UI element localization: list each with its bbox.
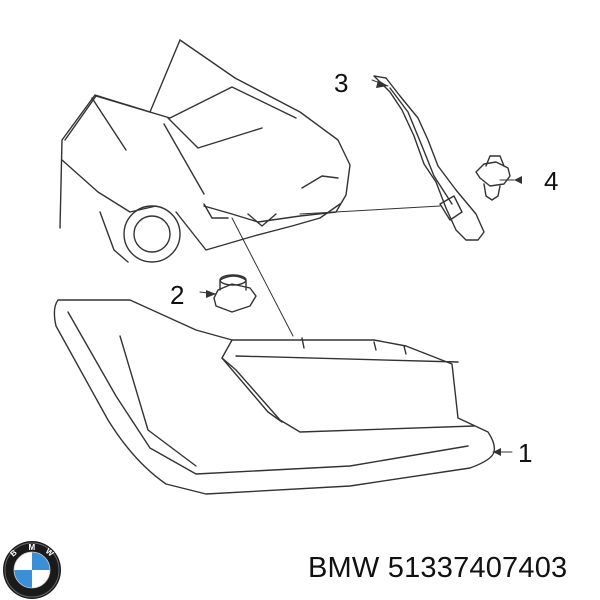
tail-light-assembly	[53, 299, 496, 495]
arrow-3	[376, 80, 388, 88]
callout-1: 1	[518, 438, 532, 468]
svg-text:B: B	[9, 548, 19, 559]
svg-text:W: W	[44, 547, 56, 559]
leader-lines	[199, 79, 515, 453]
bracket-part	[373, 75, 485, 241]
callout-2: 2	[170, 280, 184, 310]
callout-3: 3	[334, 68, 348, 98]
part-number: 51337407403	[387, 552, 568, 584]
arrow-1	[493, 448, 501, 456]
bmw-logo: B M W	[3, 541, 61, 599]
callout-4: 4	[544, 166, 558, 196]
nut-part	[213, 274, 257, 313]
car-rear-outline	[59, 39, 351, 263]
part-number-caption: BMW 51337407403	[308, 552, 567, 585]
arrow-4	[514, 176, 522, 184]
callout-arrows	[206, 80, 522, 456]
svg-text:M: M	[29, 543, 36, 552]
brand-name: BMW	[308, 552, 380, 584]
arrow-2	[206, 290, 216, 298]
clip-part	[475, 155, 511, 201]
